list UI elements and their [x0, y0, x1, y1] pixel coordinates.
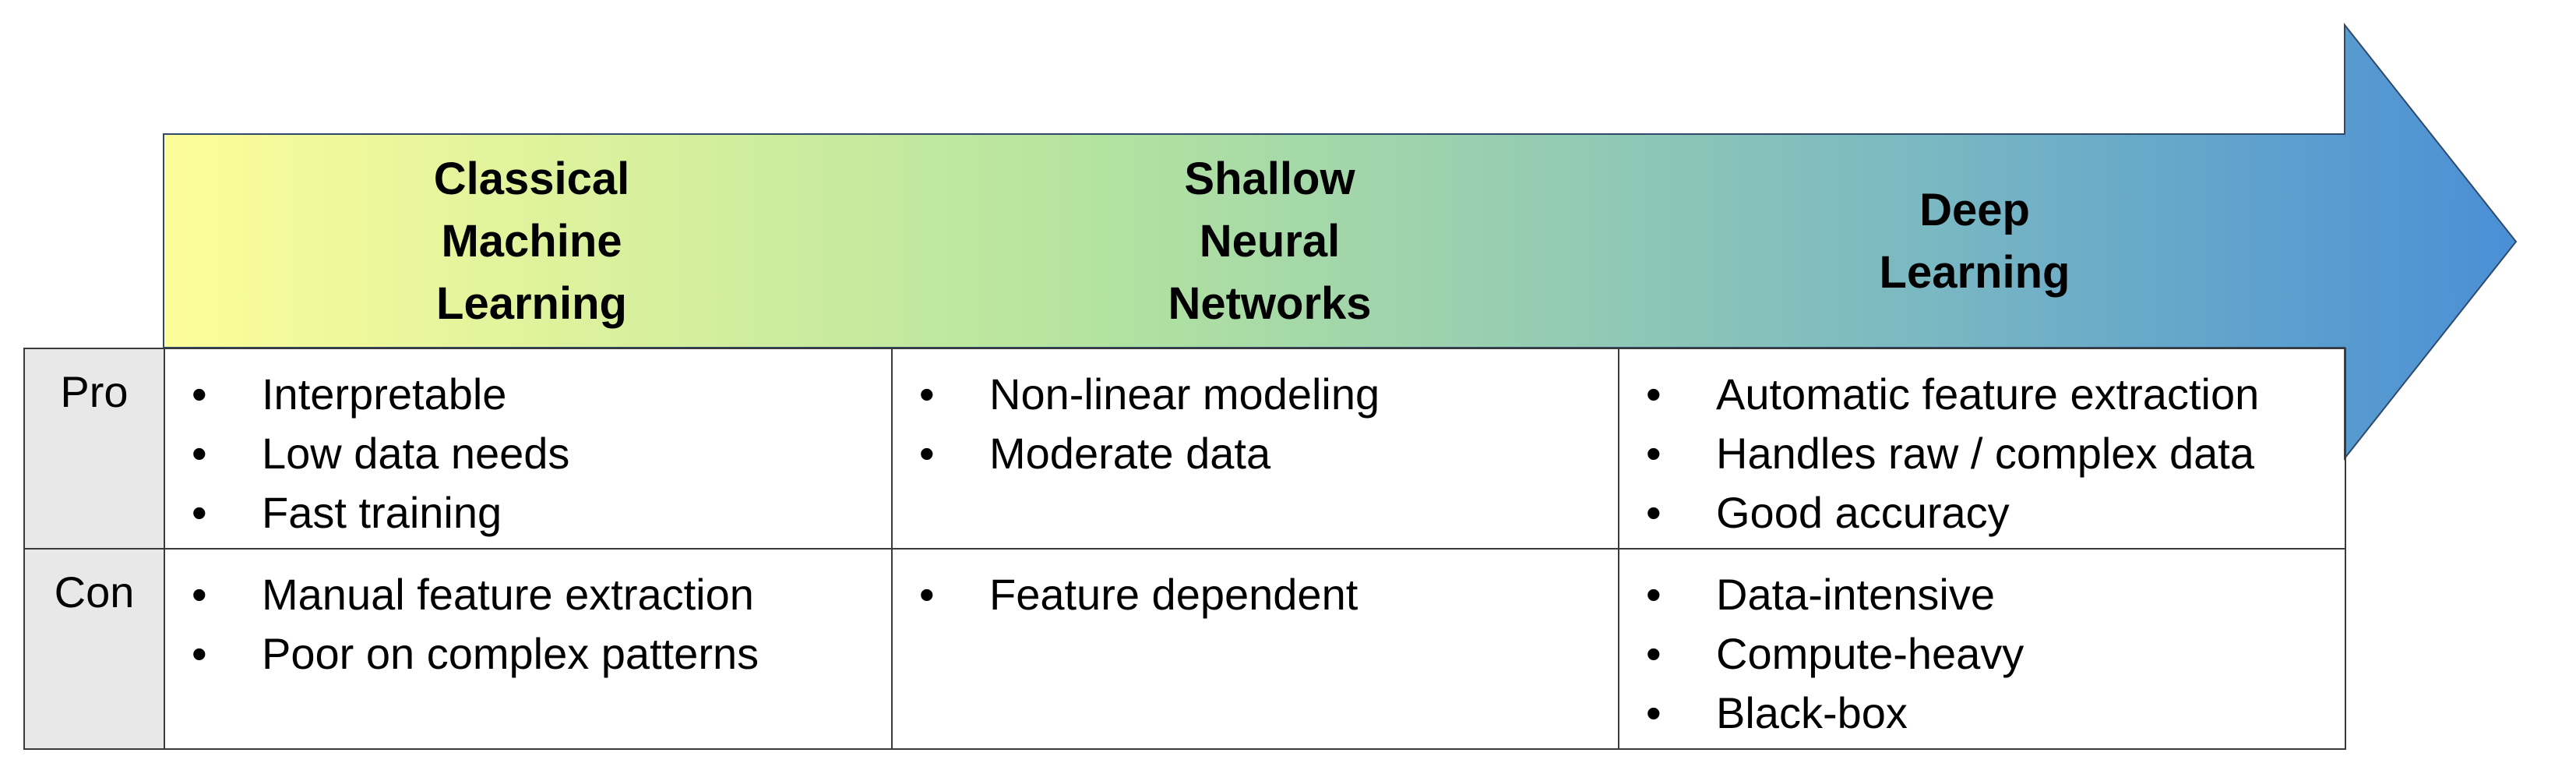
list-item-text: Data-intensive — [1716, 570, 1995, 619]
bullet-list: • Feature dependent — [893, 550, 1618, 624]
bullet-icon: • — [192, 488, 207, 537]
table-cell: • Automatic feature extraction • Handles ra… — [1618, 348, 2346, 550]
list-item-text: Compute-heavy — [1716, 629, 2025, 678]
bullet-list: • Interpretable • Low data needs • Fast train… — [165, 349, 891, 543]
list-item: • Low data needs — [165, 424, 891, 483]
list-item: • Poor on complex patterns — [165, 624, 891, 684]
list-item-text: Low data needs — [262, 429, 570, 478]
list-item: • Manual feature extraction — [165, 565, 891, 624]
list-item: • Compute-heavy — [1619, 624, 2345, 684]
list-item-text: Handles raw / complex data — [1716, 429, 2255, 478]
table-cell: • Data-intensive • Compute-heavy • Black-box — [1618, 548, 2346, 750]
bullet-list: • Non-linear modeling • Moderate data — [893, 349, 1618, 483]
list-item: • Interpretable — [165, 365, 891, 424]
arrow-shape — [163, 23, 2518, 461]
bullet-icon: • — [1646, 488, 1662, 537]
bullet-icon: • — [1646, 369, 1662, 419]
list-item-text: Feature dependent — [989, 570, 1358, 619]
table-cell: • Non-linear modeling • Moderate data — [891, 348, 1619, 550]
bullet-list: • Automatic feature extraction • Handles ra… — [1619, 349, 2345, 543]
stage-deep-learning: Deep Learning — [1879, 185, 2070, 298]
list-item-text: Automatic feature extraction — [1716, 369, 2260, 419]
list-item-text: Poor on complex patterns — [262, 629, 759, 678]
bullet-icon: • — [192, 369, 207, 419]
list-item-text: Good accuracy — [1716, 488, 2010, 537]
bullet-icon: • — [192, 629, 207, 678]
list-item: • Feature dependent — [893, 565, 1618, 624]
list-item-text: Interpretable — [262, 369, 507, 419]
table-cell: • Feature dependent — [891, 548, 1619, 750]
list-item-text: Black-box — [1716, 688, 1908, 737]
row-label: Pro — [23, 348, 165, 550]
list-item: • Good accuracy — [1619, 483, 2345, 543]
list-item: • Automatic feature extraction — [1619, 365, 2345, 424]
list-item-text: Fast training — [262, 488, 502, 537]
bullet-icon: • — [1646, 570, 1662, 619]
bullet-icon: • — [192, 570, 207, 619]
bullet-icon: • — [1646, 629, 1662, 678]
list-item-text: Moderate data — [989, 429, 1271, 478]
list-item-text: Manual feature extraction — [262, 570, 754, 619]
bullet-icon: • — [919, 369, 935, 419]
table-cell: • Manual feature extraction • Poor on compl… — [164, 548, 893, 750]
list-item: • Fast training — [165, 483, 891, 543]
bullet-list: • Data-intensive • Compute-heavy • Black-box — [1619, 550, 2345, 743]
table-row-con: Con • Manual feature extraction • Poor on co… — [23, 548, 2346, 750]
list-item-text: Non-linear modeling — [989, 369, 1380, 419]
bullet-icon: • — [1646, 688, 1662, 737]
bullet-icon: • — [192, 429, 207, 478]
list-item: • Handles raw / complex data — [1619, 424, 2345, 483]
stage-classical-ml: Classical Machine Learning — [433, 154, 630, 329]
row-label: Con — [23, 548, 165, 750]
bullet-list: • Manual feature extraction • Poor on compl… — [165, 550, 891, 684]
table-cell: • Interpretable • Low data needs • Fast train… — [164, 348, 893, 550]
list-item: • Moderate data — [893, 424, 1618, 483]
bullet-icon: • — [1646, 429, 1662, 478]
bullet-icon: • — [919, 429, 935, 478]
list-item: • Black-box — [1619, 684, 2345, 743]
list-item: • Non-linear modeling — [893, 365, 1618, 424]
stage-shallow-nn: Shallow Neural Networks — [1168, 154, 1372, 329]
pros-cons-table: Pro • Interpretable • Low data needs • Fast tr… — [23, 348, 2346, 750]
bullet-icon: • — [919, 570, 935, 619]
list-item: • Data-intensive — [1619, 565, 2345, 624]
table-row-pro: Pro • Interpretable • Low data needs • Fast tr… — [23, 348, 2346, 550]
